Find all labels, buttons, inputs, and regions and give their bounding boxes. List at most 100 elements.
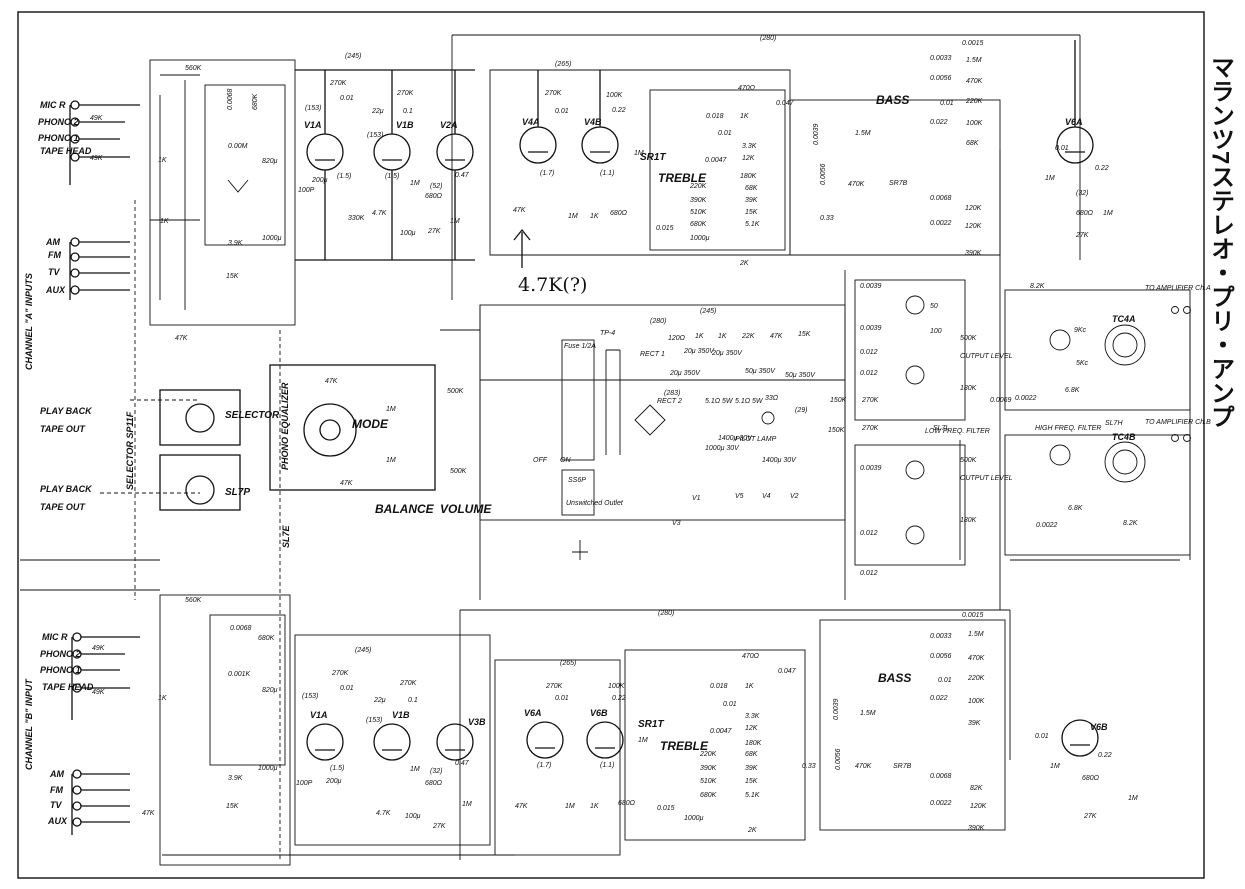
- svg-text:8.2K: 8.2K: [1030, 283, 1045, 290]
- svg-text:SL7L: SL7L: [933, 425, 949, 432]
- svg-text:V2A: V2A: [440, 120, 458, 130]
- svg-text:0.47: 0.47: [455, 760, 470, 767]
- channel-a-tone: V4A V4B V6A (265) (280) 270K 100K 0.01 0…: [451, 34, 1113, 300]
- svg-text:5.1Ω 5W: 5.1Ω 5W: [705, 398, 734, 405]
- channel-a-label: CHANNEL "A" INPUTS: [24, 273, 34, 370]
- svg-text:330K: 330K: [348, 215, 365, 222]
- svg-text:0.015: 0.015: [656, 225, 674, 232]
- svg-text:22K: 22K: [741, 333, 755, 340]
- svg-text:39K: 39K: [745, 197, 758, 204]
- svg-text:33Ω: 33Ω: [765, 395, 779, 402]
- svg-text:4.7K: 4.7K: [376, 810, 391, 817]
- svg-text:0.22: 0.22: [612, 695, 626, 702]
- svg-text:0.001K: 0.001K: [228, 671, 251, 678]
- svg-text:1M: 1M: [1050, 763, 1060, 770]
- svg-text:0.01: 0.01: [555, 695, 569, 702]
- svg-text:5.1K: 5.1K: [745, 792, 760, 799]
- svg-text:PILOT LAMP: PILOT LAMP: [735, 436, 777, 443]
- svg-text:270K: 270K: [399, 680, 417, 687]
- svg-text:0.0068: 0.0068: [230, 625, 252, 632]
- svg-text:V6B: V6B: [590, 708, 608, 718]
- svg-text:0.01: 0.01: [1035, 733, 1049, 740]
- svg-text:SELECTOR SP11F: SELECTOR SP11F: [125, 411, 135, 490]
- input-label: TAPE HEAD: [40, 146, 92, 156]
- svg-text:TAPE OUT: TAPE OUT: [40, 502, 86, 512]
- svg-text:0.0039: 0.0039: [813, 123, 820, 145]
- svg-text:1K: 1K: [718, 333, 727, 340]
- svg-text:0.015: 0.015: [657, 805, 675, 812]
- svg-text:(32): (32): [430, 768, 442, 775]
- svg-text:27K: 27K: [1083, 813, 1097, 820]
- svg-text:82K: 82K: [970, 785, 983, 792]
- input-label: FM: [50, 785, 63, 795]
- svg-text:V5: V5: [735, 493, 744, 500]
- svg-text:(1.7): (1.7): [537, 762, 551, 769]
- channel-a-preamp: 560K 680K 0.0068 0.00M 820μ 1K 1K 3.9K 1…: [90, 53, 475, 342]
- svg-text:Unswitched Outlet: Unswitched Outlet: [566, 500, 624, 507]
- svg-text:100K: 100K: [606, 92, 623, 99]
- svg-text:SR7B: SR7B: [889, 180, 908, 187]
- input-label: PHONO 2: [38, 117, 79, 127]
- svg-text:V3: V3: [672, 520, 681, 527]
- input-label: TV: [48, 267, 60, 277]
- svg-text:BASS: BASS: [876, 93, 909, 107]
- svg-text:0.0056: 0.0056: [930, 653, 952, 660]
- svg-text:2K: 2K: [747, 827, 757, 834]
- power-supply: (245) (280) (283) (29) TP-4 Fuse 1/2A RE…: [479, 304, 846, 560]
- svg-text:(1.5): (1.5): [385, 173, 399, 180]
- svg-text:1M: 1M: [462, 801, 472, 808]
- svg-text:TC4B: TC4B: [1112, 432, 1136, 442]
- svg-text:(153): (153): [367, 132, 383, 139]
- input-label: AUX: [47, 816, 68, 826]
- svg-text:(153): (153): [366, 717, 382, 724]
- svg-text:(29): (29): [795, 407, 807, 414]
- svg-text:V3B: V3B: [468, 717, 486, 727]
- svg-text:V4B: V4B: [584, 117, 602, 127]
- svg-text:1K: 1K: [160, 218, 169, 225]
- svg-text:22μ: 22μ: [371, 108, 384, 115]
- svg-text:1.5M: 1.5M: [966, 57, 982, 64]
- bus-wiring: [20, 150, 1191, 610]
- svg-text:1M: 1M: [638, 737, 648, 744]
- svg-text:(52): (52): [430, 183, 442, 190]
- svg-text:100P: 100P: [298, 187, 315, 194]
- svg-text:HIGH FREQ. FILTER: HIGH FREQ. FILTER: [1035, 425, 1101, 432]
- svg-text:200μ: 200μ: [325, 778, 342, 785]
- svg-text:(153): (153): [305, 105, 321, 112]
- svg-text:50μ 350V: 50μ 350V: [745, 368, 776, 375]
- svg-text:V1A: V1A: [304, 120, 322, 130]
- input-label: TAPE HEAD: [42, 682, 94, 692]
- svg-text:1M: 1M: [410, 766, 420, 773]
- svg-text:15K: 15K: [226, 273, 239, 280]
- svg-text:1K: 1K: [590, 213, 599, 220]
- svg-text:TREBLE: TREBLE: [658, 171, 707, 185]
- svg-text:(283): (283): [664, 390, 680, 397]
- svg-text:49K: 49K: [90, 115, 103, 122]
- svg-text:680K: 680K: [258, 635, 275, 642]
- svg-text:OFF: OFF: [533, 457, 548, 464]
- svg-text:0.1: 0.1: [403, 108, 413, 115]
- channel-a-inputs: MIC R PHONO 2 PHONO 1 TAPE HEAD AM FM TV…: [38, 100, 140, 300]
- svg-text:270K: 270K: [545, 683, 563, 690]
- svg-text:0.47: 0.47: [455, 172, 470, 179]
- svg-text:5.1Ω 5W: 5.1Ω 5W: [735, 398, 764, 405]
- svg-text:RECT 1: RECT 1: [640, 351, 665, 358]
- svg-text:47K: 47K: [515, 803, 528, 810]
- svg-text:150K: 150K: [828, 427, 845, 434]
- svg-text:(1.1): (1.1): [600, 170, 614, 177]
- svg-text:500K: 500K: [960, 457, 977, 464]
- svg-text:0.0068: 0.0068: [930, 195, 952, 202]
- svg-text:22μ: 22μ: [373, 697, 386, 704]
- svg-text:27K: 27K: [1075, 232, 1089, 239]
- svg-text:OUTPUT LEVEL: OUTPUT LEVEL: [960, 353, 1013, 360]
- svg-text:680K: 680K: [690, 221, 707, 228]
- svg-text:15K: 15K: [745, 778, 758, 785]
- svg-text:470K: 470K: [848, 181, 865, 188]
- channel-b-preamp: V1A V1B V3B V6A V6B V6B (245) (265) (280…: [92, 594, 1138, 866]
- svg-text:390K: 390K: [700, 765, 717, 772]
- svg-text:(1.5): (1.5): [330, 765, 344, 772]
- svg-text:(1.5): (1.5): [337, 173, 351, 180]
- svg-text:270K: 270K: [544, 90, 562, 97]
- svg-text:0.0015: 0.0015: [962, 40, 984, 47]
- svg-text:0.012: 0.012: [860, 570, 878, 577]
